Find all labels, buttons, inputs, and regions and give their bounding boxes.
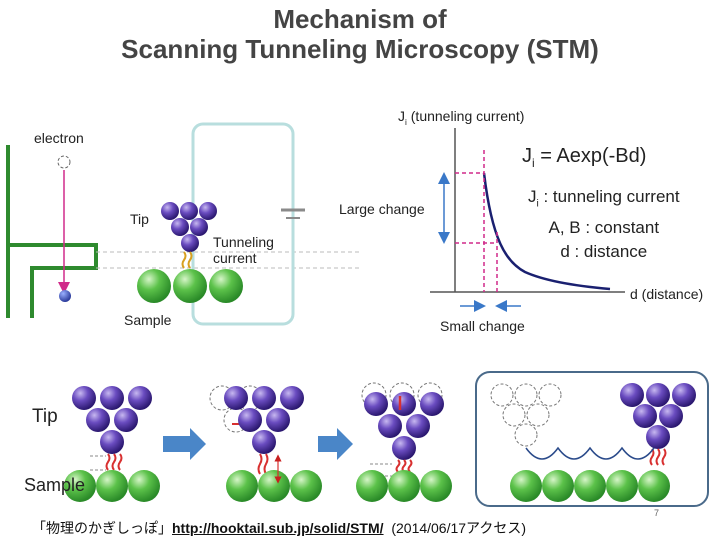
sample-atom bbox=[173, 269, 207, 303]
electron-label: electron bbox=[34, 130, 84, 146]
definition-ji: Ji : tunneling current bbox=[528, 187, 680, 210]
current-distance-graph bbox=[430, 128, 625, 312]
sample-top bbox=[137, 269, 243, 303]
scan-path bbox=[525, 446, 655, 460]
tip-atom bbox=[180, 202, 198, 220]
tip-atom bbox=[181, 234, 199, 252]
sample-atom bbox=[137, 269, 171, 303]
sample-atom bbox=[209, 269, 243, 303]
cantilever-detector bbox=[6, 145, 360, 318]
tunneling-current-icon bbox=[181, 251, 193, 269]
large-change-label: Large change bbox=[339, 201, 425, 217]
definition-d: d : distance bbox=[560, 242, 648, 262]
source-name: 「物理のかぎしっぽ」 bbox=[32, 520, 172, 536]
tunneling-current-label: Tunneling current bbox=[213, 234, 274, 266]
exponential-curve bbox=[482, 172, 611, 291]
formula: Ji = Aexp(-Bd) bbox=[522, 145, 647, 170]
sample-bottom-label: Sample bbox=[24, 475, 86, 495]
step-arrow-icon bbox=[163, 428, 206, 460]
tip-label: Tip bbox=[130, 211, 149, 227]
access-date: (2014/06/17アクセス) bbox=[391, 520, 527, 536]
step-2 bbox=[209, 385, 322, 502]
scan-sequence bbox=[64, 371, 709, 507]
tip-atom bbox=[190, 218, 208, 236]
step-4-scan bbox=[475, 371, 709, 507]
y-axis-label: Ji (tunneling current) bbox=[398, 108, 525, 127]
tip-atom bbox=[161, 202, 179, 220]
tip-atom bbox=[199, 202, 217, 220]
source-citation: 「物理のかぎしっぽ」http://hooktail.sub.jp/solid/S… bbox=[32, 518, 526, 538]
circuit-loop bbox=[191, 122, 305, 326]
tip-bottom-label: Tip bbox=[32, 406, 58, 427]
definitions: Ji : tunneling current A, B : constant d… bbox=[528, 185, 680, 264]
tip-top bbox=[161, 202, 217, 269]
electron-start-icon bbox=[57, 155, 71, 169]
step-arrow-icon bbox=[318, 428, 353, 460]
step-3 bbox=[356, 382, 452, 502]
electron-icon bbox=[59, 290, 71, 302]
x-axis-label: d (distance) bbox=[630, 286, 704, 302]
step-1 bbox=[64, 386, 160, 502]
title-line-1: Mechanism of bbox=[273, 4, 447, 34]
sample-label: Sample bbox=[124, 312, 172, 328]
page-number: 7 bbox=[654, 508, 660, 518]
title-line-2: Scanning Tunneling Microscopy (STM) bbox=[121, 34, 599, 64]
small-change-label: Small change bbox=[440, 318, 525, 334]
definition-ab: A, B : constant bbox=[548, 218, 660, 238]
page-title: Mechanism of Scanning Tunneling Microsco… bbox=[0, 4, 720, 64]
tip-atom bbox=[171, 218, 189, 236]
source-link[interactable]: http://hooktail.sub.jp/solid/STM/ bbox=[172, 520, 384, 536]
